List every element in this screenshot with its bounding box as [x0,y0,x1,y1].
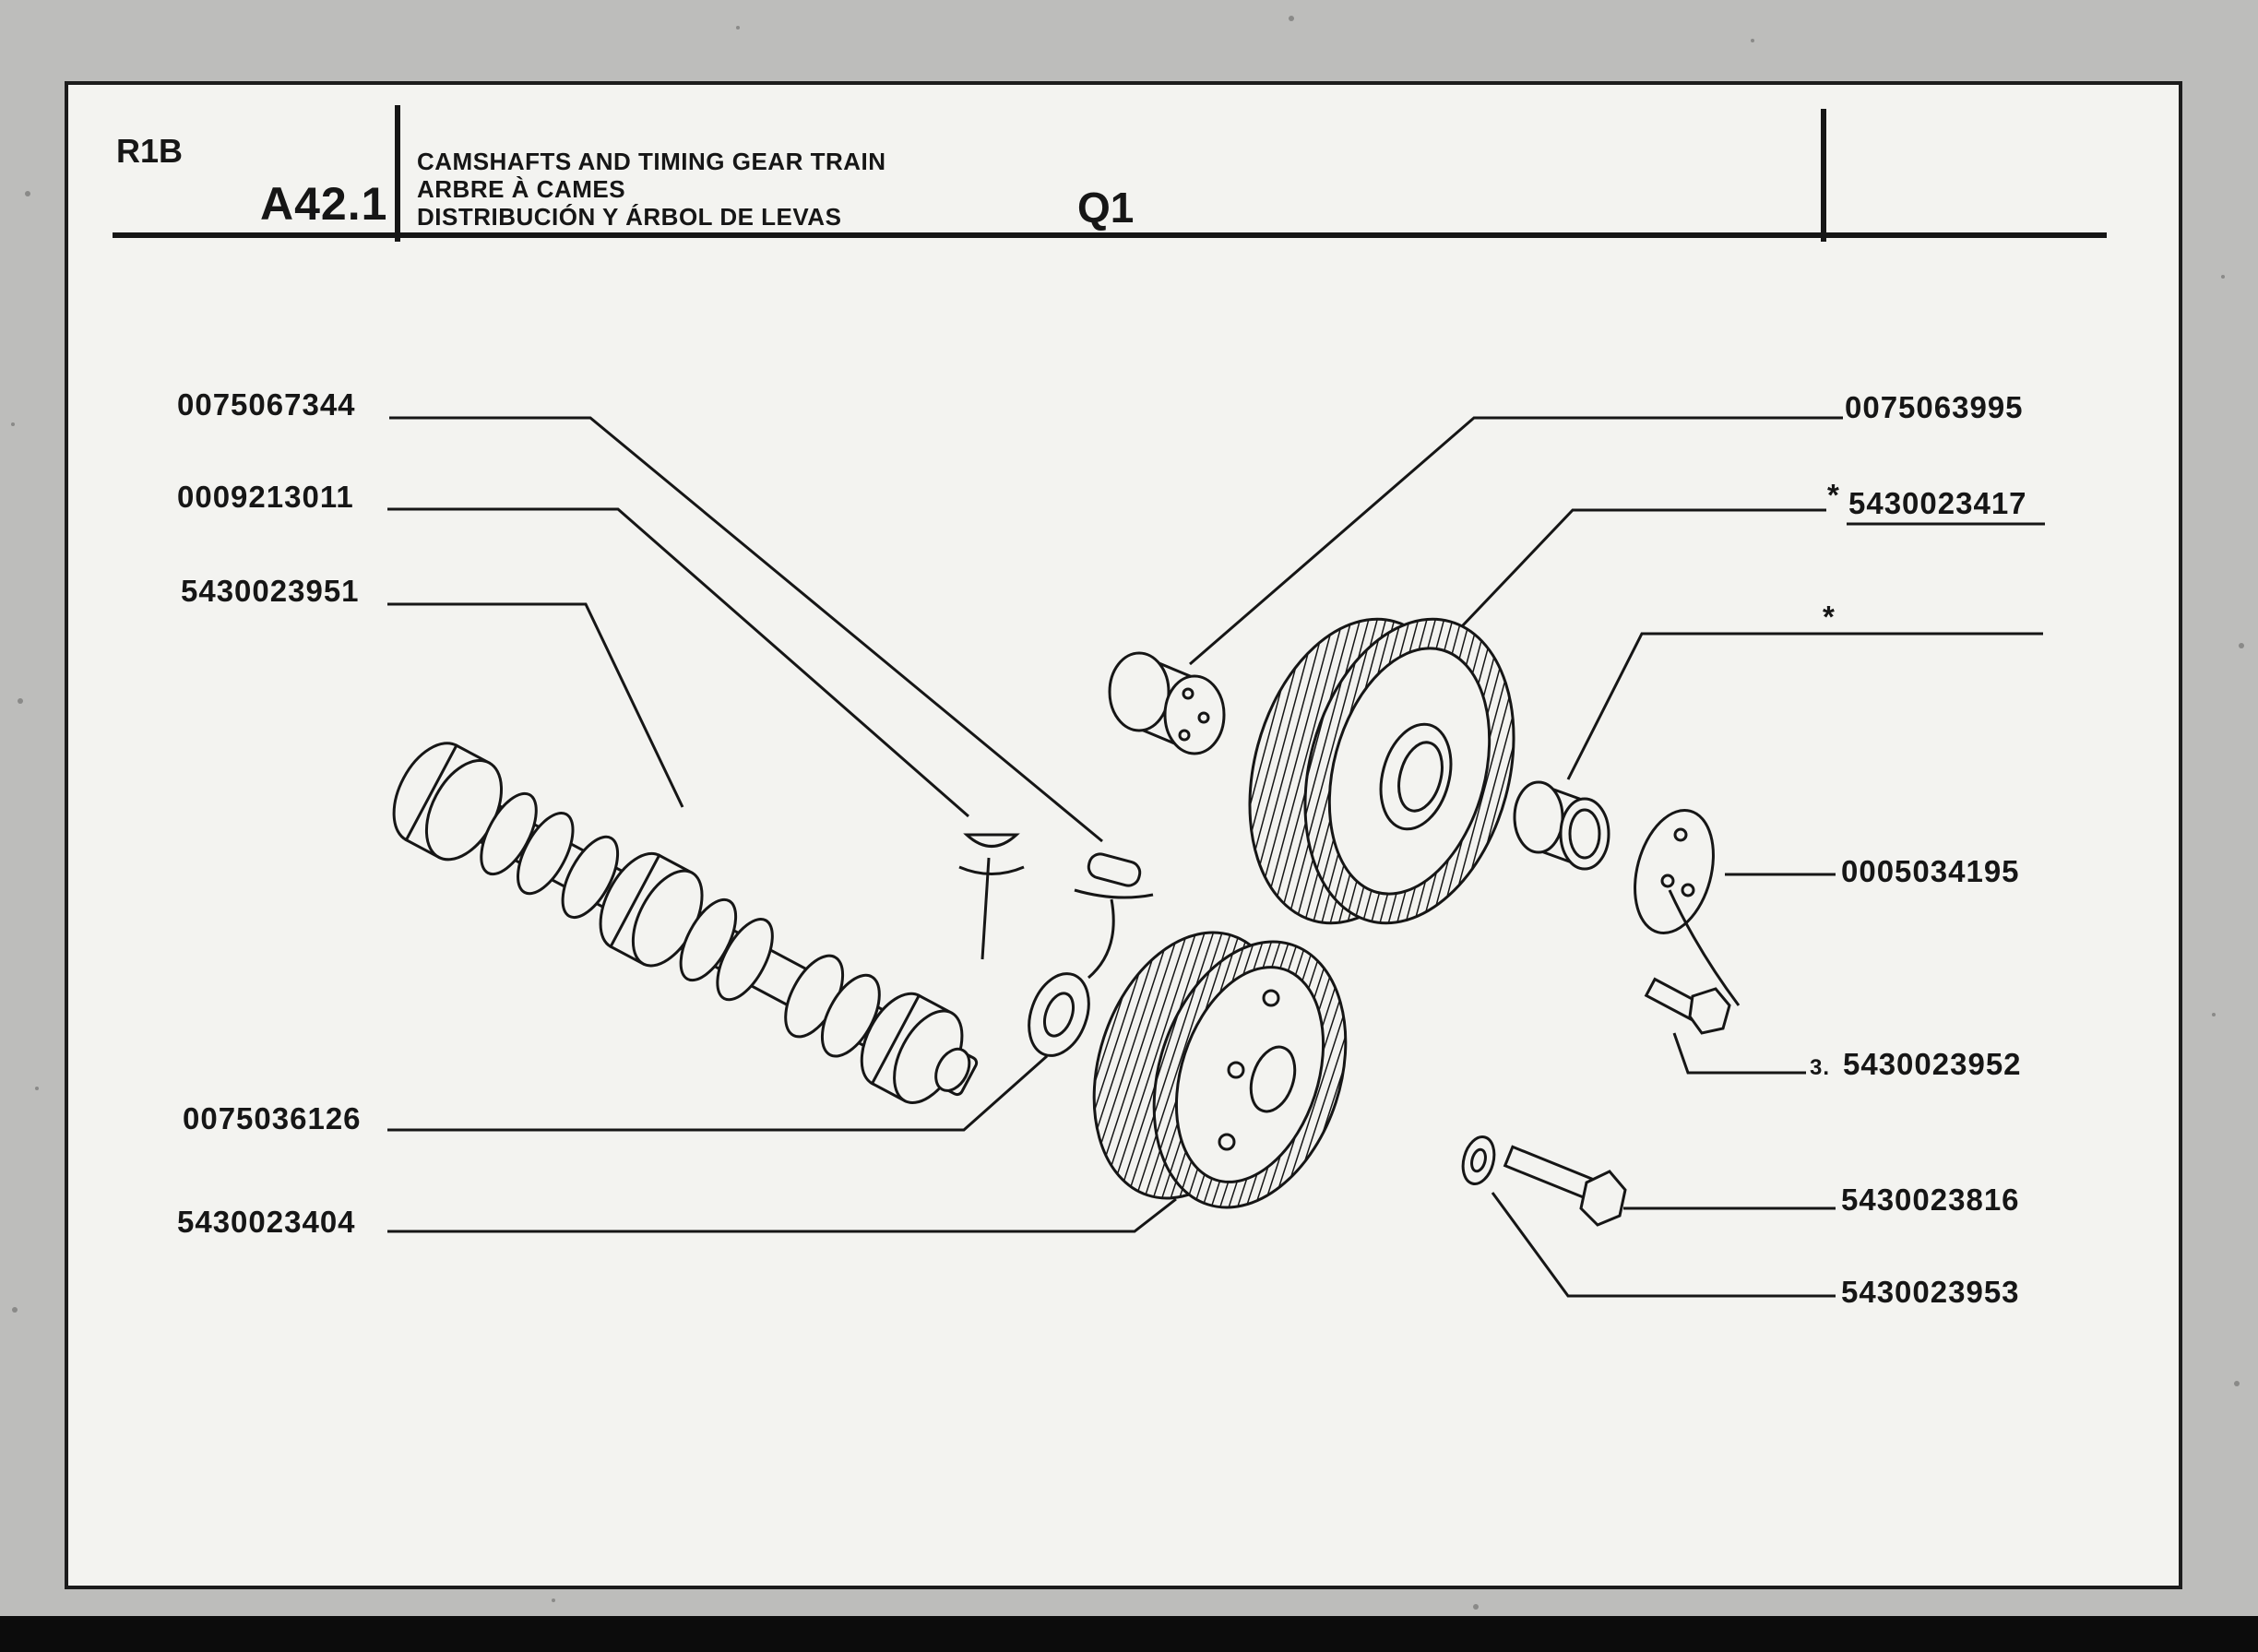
leader-woodruff-key [387,507,969,818]
woodruff-key [963,833,1020,848]
key-pin-arc [1074,888,1154,899]
idler-hub [1108,651,1226,755]
label-plate-screw: 5430023952 [1843,1047,2022,1081]
key-pin [1087,852,1142,887]
label-woodruff-key: 0009213011 [177,480,354,514]
retaining-plate-guide [1668,889,1741,1006]
spacer-washer [1028,972,1090,1057]
camshaft [392,742,979,1104]
title-english: CAMSHAFTS AND TIMING GEAR TRAIN [417,148,886,175]
leader-gear-bolt-washer [1491,1192,1836,1298]
section-code: R1B [116,132,184,170]
leader-spacer-washer [387,1054,1048,1132]
retaining-plate [1634,809,1715,934]
label-idler-gear: 5430023417 [1848,486,2027,520]
leader-camshaft-gear [387,1197,1177,1233]
page-code: A42.1 [260,178,388,230]
label-camshaft-gear: 5430023404 [177,1205,356,1239]
group-code: Q1 [1077,184,1135,232]
bushing-marker: * [1823,600,1836,634]
woodruff-key-guide [980,857,991,960]
label-spacer-washer: 0075036126 [183,1101,362,1135]
label-gear-bolt-washer: 5430023953 [1841,1275,2020,1309]
woodruff-key-arc [958,865,1025,875]
part-number-labels: 0075067344 0009213011 5430023951 0075036… [177,387,2027,1309]
header-divider-right [1821,109,1826,242]
gear-bolt [1503,1145,1627,1227]
title-french: ARBRE À CAMES [417,175,626,203]
idler-gear-marker: * [1827,478,1840,512]
label-gear-bolt: 5430023816 [1841,1183,2020,1217]
scan-bottom-edge [0,1616,2258,1652]
plate-screw [1644,977,1731,1035]
gear-bolt-washer [1461,1135,1496,1185]
leader-camshaft [387,602,684,808]
idler-gear [1248,617,1515,925]
leader-plate-screw [1672,1032,1806,1075]
leader-idler-hub [1189,416,1843,666]
header-rule [113,232,2107,238]
camshaft-gear [1092,931,1348,1209]
leader-bushing [1566,632,2043,780]
label-retaining-plate: 0005034195 [1841,854,2020,888]
leader-lines [387,416,2045,1298]
label-idler-hub: 0075063995 [1845,390,2024,424]
bushing [1513,780,1610,871]
title-spanish: DISTRIBUCIÓN Y ÁRBOL DE LEVAS [417,203,842,231]
header-divider-left [395,105,400,242]
key-pin-guide [1087,898,1115,980]
label-plate-screw-qty: 3. [1810,1055,1830,1080]
label-key-pin: 0075067344 [177,387,356,422]
leader-idler-gear [1442,508,1826,648]
leader-key-pin [389,416,1103,843]
label-camshaft: 5430023951 [181,574,360,608]
